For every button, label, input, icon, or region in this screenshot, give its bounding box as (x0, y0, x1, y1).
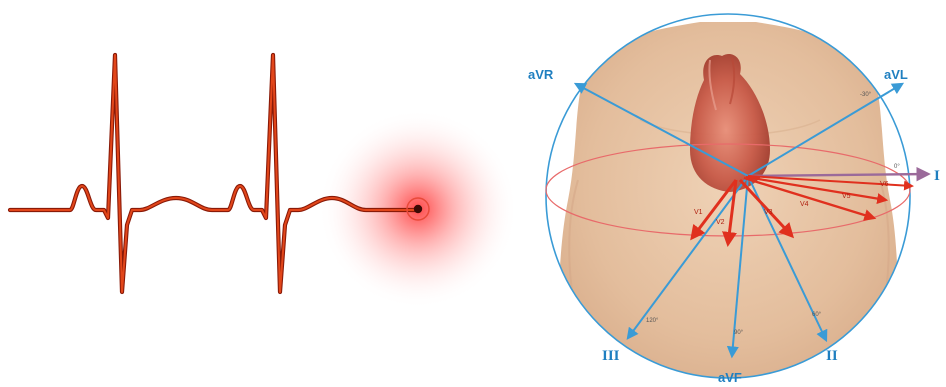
lead-label-avr: aVR (528, 67, 554, 82)
angle-label-i: 0° (894, 164, 900, 170)
precordial-label-v4: V4 (800, 201, 809, 208)
signal-dot-icon (414, 205, 422, 213)
lead-label-ii: II (826, 348, 838, 364)
lead-label-avf: aVF (718, 370, 742, 385)
lead-label-avl: aVL (884, 67, 908, 82)
precordial-label-v2: V2 (716, 219, 725, 226)
precordial-label-v3: V3 (764, 209, 773, 216)
lead-diagram: V1 V2 V3 V4 V5 V6 -30° 0° 60° 90° 120° a… (528, 14, 940, 387)
precordial-label-v5: V5 (842, 193, 851, 200)
precordial-label-v1: V1 (694, 209, 703, 216)
angle-label-ii: 60° (812, 312, 822, 318)
lead-label-iii: III (602, 348, 620, 364)
angle-label-avl: -30° (860, 92, 872, 98)
angle-label-iii: 120° (646, 318, 659, 324)
ecg-panel (10, 55, 518, 309)
angle-label-avf: 90° (734, 330, 744, 336)
lead-label-i: I (934, 168, 940, 184)
precordial-label-v6: V6 (880, 181, 889, 188)
